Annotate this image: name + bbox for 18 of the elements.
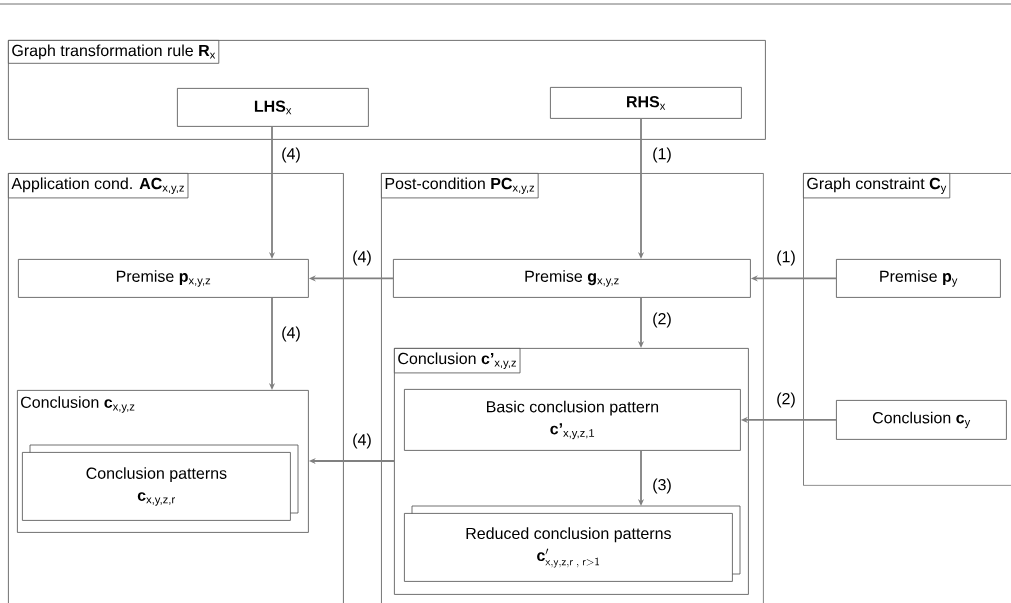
process-box: Premise p$_{x,y,z}$: [18, 259, 309, 298]
edge-label: (4): [351, 432, 373, 450]
process-box: RHS$_{x}$: [550, 87, 742, 119]
stacked-box: Reduced conclusion patterns $\mathbf{c}'_{\mathsf{x,y,z,r\;,\;r>1}}$: [404, 505, 741, 582]
process-box: Conclusion c$_{y}$: [836, 400, 1007, 440]
process-box: Premise g$_{x,y,z}$: [393, 259, 751, 298]
edge-label: (4): [351, 249, 373, 267]
process-box: LHS$_{x}$: [177, 88, 369, 127]
edge-label: (3): [651, 477, 673, 495]
process-box: Basic conclusion pattern c’$_{x,y,z,1}$: [404, 389, 741, 451]
stacked-box: Conclusion patterns c$_{x,y,z,r}$: [22, 444, 299, 521]
edge-label: (4): [280, 146, 302, 164]
edge-label: (2): [775, 391, 797, 409]
edge-label: (4): [280, 325, 302, 343]
edge-label: (2): [651, 311, 673, 329]
process-box: Premise p$_{y}$: [836, 259, 1001, 298]
edge-label: (1): [651, 146, 673, 164]
edge-label: (1): [775, 249, 797, 267]
